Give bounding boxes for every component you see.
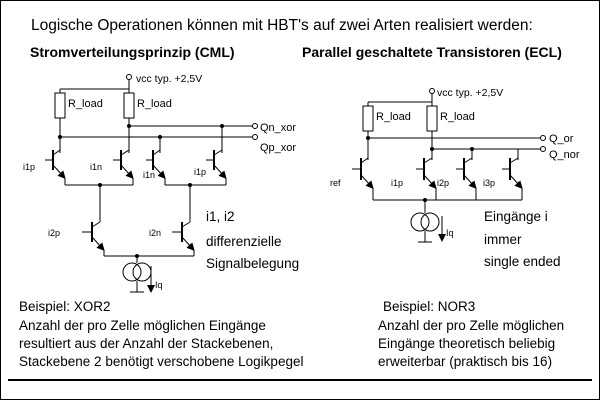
cml-transistor-i2p — [82, 200, 105, 251]
ecl-rload-left-label: R_load — [376, 111, 411, 123]
cml-note-3: Signalbelegung — [206, 256, 299, 271]
cml-example: Beispiel: XOR2 — [19, 299, 111, 314]
ecl-note-2: immer — [484, 232, 522, 247]
ecl-t1-label: i1p — [391, 178, 403, 188]
ecl-note-3: single ended — [484, 254, 561, 269]
cml-note-1: i1, i2 — [206, 209, 235, 224]
cml-t6-label: i2n — [149, 228, 161, 238]
ecl-vcc-label: vcc typ. +2,5V — [437, 87, 503, 99]
cml-desc-3: Stackebene 2 benötigt verschobene Logikp… — [19, 354, 303, 369]
cml-vcc-node — [126, 74, 132, 80]
ecl-transistor-i1p — [416, 157, 437, 189]
cml-t3-label: i1n — [143, 170, 155, 180]
ecl-out-qor-node — [540, 135, 546, 141]
cml-current-source — [122, 262, 155, 293]
ecl-resistor-right — [426, 105, 438, 132]
ecl-out-qnor-label: Q_nor — [549, 149, 580, 161]
cml-transistor-i1n-left — [113, 149, 134, 179]
ecl-rload-right-label: R_load — [440, 111, 475, 123]
cml-desc-1: Anzahl der pro Zelle möglichen Eingänge — [19, 318, 266, 333]
cml-t5-label: i2p — [48, 228, 60, 238]
cml-out-qp-node — [252, 134, 258, 140]
ecl-transistor-ref — [352, 157, 374, 189]
cml-desc-2: resultiert aus der Anzahl der Stackebene… — [19, 336, 273, 351]
ecl-vcc-node — [429, 88, 435, 94]
ecl-example: Beispiel: NOR3 — [383, 299, 475, 314]
ecl-t3-label: i3p — [483, 178, 495, 188]
cml-out-qp-label: Qp_xor — [260, 142, 296, 154]
cml-resistor-right — [123, 92, 135, 119]
ecl-iq-label: Iq — [446, 228, 454, 238]
ecl-note-1: Eingänge i — [484, 209, 548, 224]
cml-resistor-left — [54, 92, 66, 119]
cml-iq-label: Iq — [155, 280, 163, 290]
cml-out-qn-node — [252, 123, 258, 129]
ecl-desc-2: Eingänge theoretisch beliebig — [378, 336, 555, 351]
cml-transistor-i1p-left — [45, 149, 66, 179]
slide-title: Logische Operationen können mit HBT's au… — [31, 17, 533, 34]
ecl-t2-label: i2p — [437, 178, 449, 188]
cml-circuit: vcc typ. +2,5V R_load R_load Qn_xor Qp_x… — [23, 73, 299, 293]
cml-vcc-label: vcc typ. +2,5V — [136, 73, 202, 85]
ecl-circuit: vcc typ. +2,5V R_load R_load Q_or Q_nor — [330, 87, 580, 269]
ecl-desc-3: erweiterbar (praktisch bis 16) — [378, 354, 552, 369]
ecl-transistor-i2p — [456, 157, 477, 189]
cml-t2-label: i1n — [90, 162, 102, 172]
cml-transistor-i2n — [172, 200, 195, 251]
ecl-out-qor-label: Q_or — [549, 133, 574, 145]
cml-transistor-i1p-right — [206, 149, 227, 179]
ecl-transistor-i3p — [502, 157, 523, 189]
cml-note-2: differenzielle — [206, 234, 282, 249]
ecl-ref-label: ref — [330, 178, 341, 188]
cml-heading: Stromverteilungsprinzip (CML) — [30, 44, 235, 60]
ecl-current-source — [410, 212, 446, 243]
cml-t1-label: i1p — [23, 162, 35, 172]
cml-rload-right-label: R_load — [137, 98, 172, 110]
cml-transistor-i1n-right — [146, 149, 166, 179]
ecl-out-qnor-node — [540, 146, 546, 152]
ecl-heading: Parallel geschaltete Transistoren (ECL) — [302, 44, 562, 60]
cml-rload-left-label: R_load — [68, 98, 103, 110]
cml-t4-label: i1p — [194, 167, 206, 177]
ecl-resistor-left — [362, 105, 374, 132]
ecl-desc-1: Anzahl der pro Zelle möglichen — [378, 318, 564, 333]
cml-out-qn-label: Qn_xor — [260, 122, 296, 134]
